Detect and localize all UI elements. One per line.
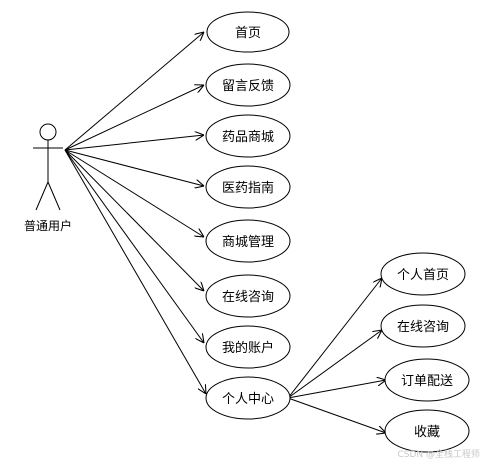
- use-case-feedback-label: 留言反馈: [222, 79, 274, 94]
- use-case-mall-manage-label: 商城管理: [222, 235, 274, 250]
- use-case-personal-center: 个人中心: [205, 376, 291, 420]
- use-case-sub-online-consult: 在线咨询: [380, 304, 466, 348]
- use-case-drug-mall: 药品商城: [205, 114, 291, 158]
- use-case-home: 首页: [206, 11, 290, 53]
- actor-right-leg: [47, 181, 61, 211]
- assoc-mall-manage: [64, 149, 204, 237]
- assoc-feedback: [64, 85, 204, 151]
- use-case-my-account-label: 我的账户: [222, 340, 274, 356]
- actor: [33, 123, 63, 211]
- use-case-personal-home-label: 个人首页: [397, 268, 449, 283]
- assoc-favorites: [287, 397, 386, 433]
- use-case-online-consult: 在线咨询: [205, 274, 291, 318]
- actor-left-leg: [35, 181, 49, 211]
- watermark: CSDN @全栈工程师: [397, 448, 480, 460]
- assoc-sub-online-consult: [287, 330, 382, 399]
- use-case-drug-mall-label: 药品商城: [222, 130, 274, 145]
- use-case-favorites: 收藏: [384, 409, 470, 453]
- actor-head: [39, 123, 57, 141]
- use-case-my-account: 我的账户: [205, 325, 291, 369]
- use-case-mall-manage: 商城管理: [205, 219, 291, 263]
- assoc-personal-home: [287, 278, 382, 399]
- use-case-feedback: 留言反馈: [205, 63, 291, 107]
- sub-associations: [287, 278, 386, 433]
- assoc-order-delivery: [287, 380, 386, 399]
- use-case-online-consult-label: 在线咨询: [222, 290, 274, 305]
- assoc-drug-guide: [64, 149, 204, 186]
- use-case-favorites-label: 收藏: [414, 425, 440, 440]
- use-case-personal-center-label: 个人中心: [222, 392, 274, 407]
- use-case-order-delivery: 订单配送: [384, 358, 470, 402]
- assoc-personal-center: [64, 149, 206, 394]
- use-case-sub-online-consult-label: 在线咨询: [397, 320, 449, 335]
- assoc-online-consult: [64, 149, 204, 291]
- use-case-order-delivery-label: 订单配送: [401, 374, 453, 389]
- assoc-my-account: [64, 149, 204, 343]
- assoc-drug-mall: [64, 135, 204, 151]
- use-case-home-label: 首页: [235, 26, 261, 41]
- actor-associations: [64, 32, 206, 394]
- use-case-drug-guide: 医药指南: [205, 165, 291, 209]
- use-case-personal-home: 个人首页: [380, 252, 466, 296]
- use-case-drug-guide-label: 医药指南: [222, 180, 274, 196]
- actor-name: 普通用户: [24, 218, 72, 233]
- assoc-home: [64, 32, 204, 151]
